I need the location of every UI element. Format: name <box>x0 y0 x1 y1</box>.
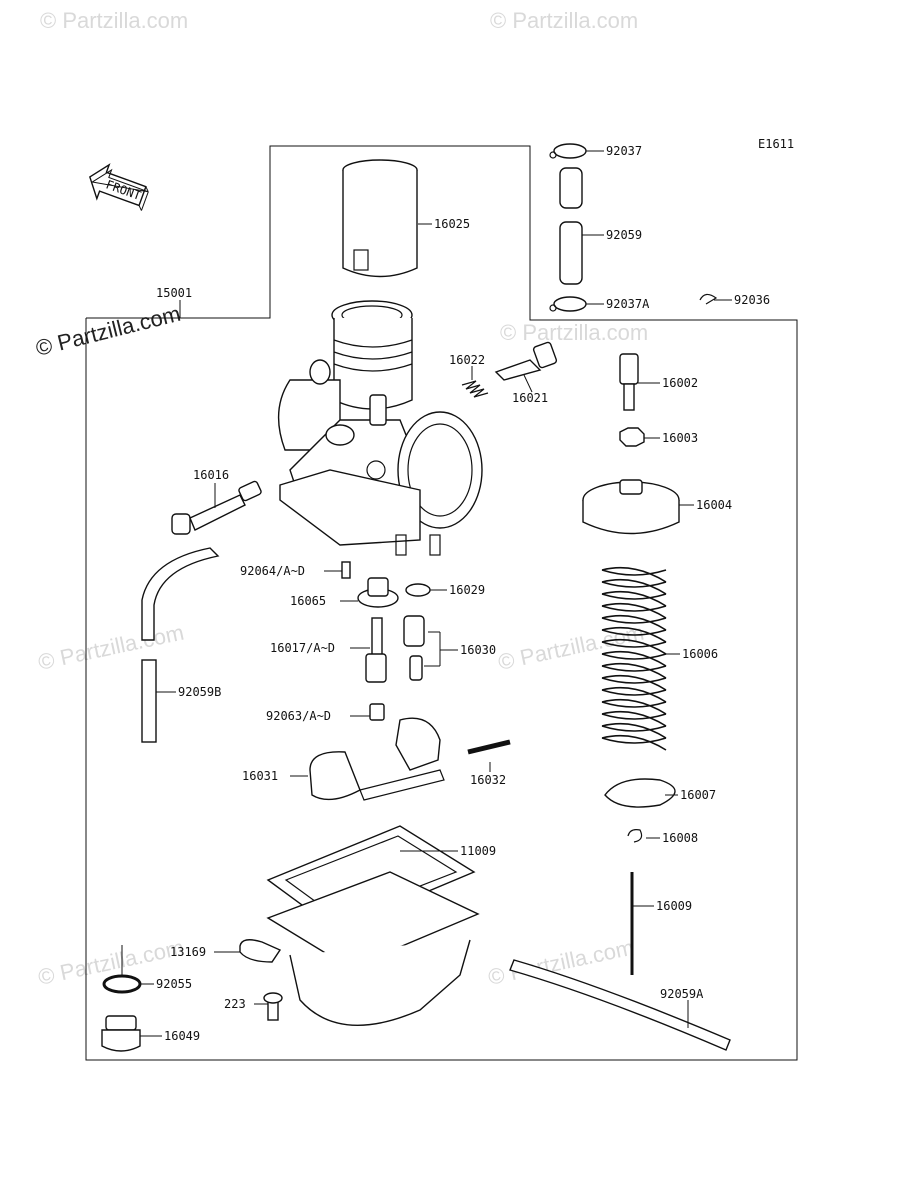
watermark: © Partzilla.com <box>40 8 188 33</box>
label-92059A[interactable]: 92059A <box>660 987 704 1001</box>
spring-coil <box>601 566 667 751</box>
jet-parts <box>341 561 431 721</box>
assembly-frame <box>85 145 798 1061</box>
label-11009[interactable]: 11009 <box>460 844 496 858</box>
label-92059[interactable]: 92059 <box>606 228 642 242</box>
leader-lines <box>121 150 732 1037</box>
label-16008[interactable]: 16008 <box>662 831 698 845</box>
part-16025-drawing <box>342 159 418 278</box>
diagram-code: E1611 <box>758 137 794 151</box>
label-16004[interactable]: 16004 <box>696 498 732 512</box>
small-parts-top-right <box>549 143 718 312</box>
label-16030[interactable]: 16030 <box>460 643 496 657</box>
part-16007-16008-16009-drawing <box>604 778 676 975</box>
float-drawing <box>309 717 511 801</box>
label-16017[interactable]: 16017/A~D <box>270 641 335 655</box>
label-16025[interactable]: 16025 <box>434 217 470 231</box>
label-16009[interactable]: 16009 <box>656 899 692 913</box>
label-92059B[interactable]: 92059B <box>178 685 221 699</box>
label-92037[interactable]: 92037 <box>606 144 642 158</box>
label-15001[interactable]: 15001 <box>156 286 192 300</box>
label-16003[interactable]: 16003 <box>662 431 698 445</box>
part-15001-carburetor-body <box>277 300 483 556</box>
part-labels: 16025 92037 92059 92037A 92036 15001 160… <box>156 144 770 1043</box>
label-16049[interactable]: 16049 <box>164 1029 200 1043</box>
label-16006[interactable]: 16006 <box>682 647 718 661</box>
label-16021[interactable]: 16021 <box>512 391 548 405</box>
gasket-and-bowl-drawing <box>239 825 480 1026</box>
label-16032[interactable]: 16032 <box>470 773 506 787</box>
part-16006-spring <box>601 566 667 751</box>
label-16031[interactable]: 16031 <box>242 769 278 783</box>
label-13169[interactable]: 13169 <box>170 945 206 959</box>
front-arrow-icon: FRONT <box>89 163 149 211</box>
label-16029[interactable]: 16029 <box>449 583 485 597</box>
label-16022[interactable]: 16022 <box>449 353 485 367</box>
hoses <box>141 547 731 1051</box>
label-92036[interactable]: 92036 <box>734 293 770 307</box>
part-16016-drawing <box>171 480 262 535</box>
label-92037A[interactable]: 92037A <box>606 297 650 311</box>
label-92055[interactable]: 92055 <box>156 977 192 991</box>
label-16002[interactable]: 16002 <box>662 376 698 390</box>
label-16007[interactable]: 16007 <box>680 788 716 802</box>
label-16065[interactable]: 16065 <box>290 594 326 608</box>
label-223[interactable]: 223 <box>224 997 246 1011</box>
watermark: © Partzilla.com <box>500 320 648 345</box>
label-92063[interactable]: 92063/A~D <box>266 709 331 723</box>
watermark: © Partzilla.com <box>490 8 638 33</box>
label-92064[interactable]: 92064/A~D <box>240 564 305 578</box>
part-16002-16003-16004-drawing <box>582 353 680 535</box>
part-16022-16021-drawing <box>461 341 558 398</box>
partzilla-watermark: © Partzilla.com <box>33 301 183 361</box>
drain-parts-drawing <box>101 974 142 1052</box>
label-16016[interactable]: 16016 <box>193 468 229 482</box>
watermark: © Partzilla.com <box>36 620 186 675</box>
